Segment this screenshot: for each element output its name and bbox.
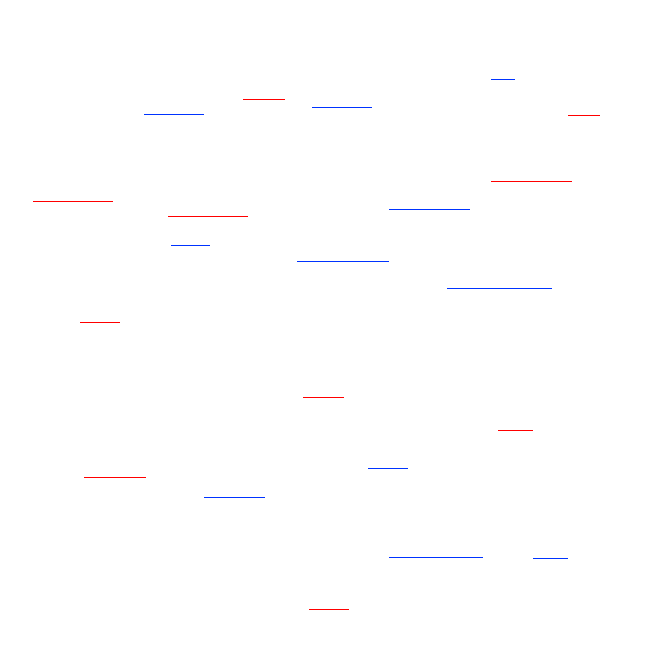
link-underline[interactable] [243,99,285,101]
link-underline[interactable] [533,558,568,560]
link-underline[interactable] [297,261,389,263]
link-underline[interactable] [33,201,113,203]
link-underline[interactable] [80,322,120,324]
link-underline[interactable] [568,115,600,117]
link-underline[interactable] [168,216,248,218]
link-underline[interactable] [312,107,372,109]
link-underline[interactable] [171,245,210,247]
link-underline[interactable] [447,288,552,290]
link-underline[interactable] [491,79,515,81]
link-underline[interactable] [204,497,265,499]
link-underline[interactable] [309,609,349,611]
link-underline[interactable] [498,430,533,432]
link-underline[interactable] [368,468,408,470]
link-underline[interactable] [491,181,572,183]
link-underline[interactable] [144,114,204,116]
link-underline[interactable] [389,209,470,211]
link-underline[interactable] [84,477,146,479]
link-underline[interactable] [303,397,344,399]
link-underline[interactable] [389,557,483,559]
